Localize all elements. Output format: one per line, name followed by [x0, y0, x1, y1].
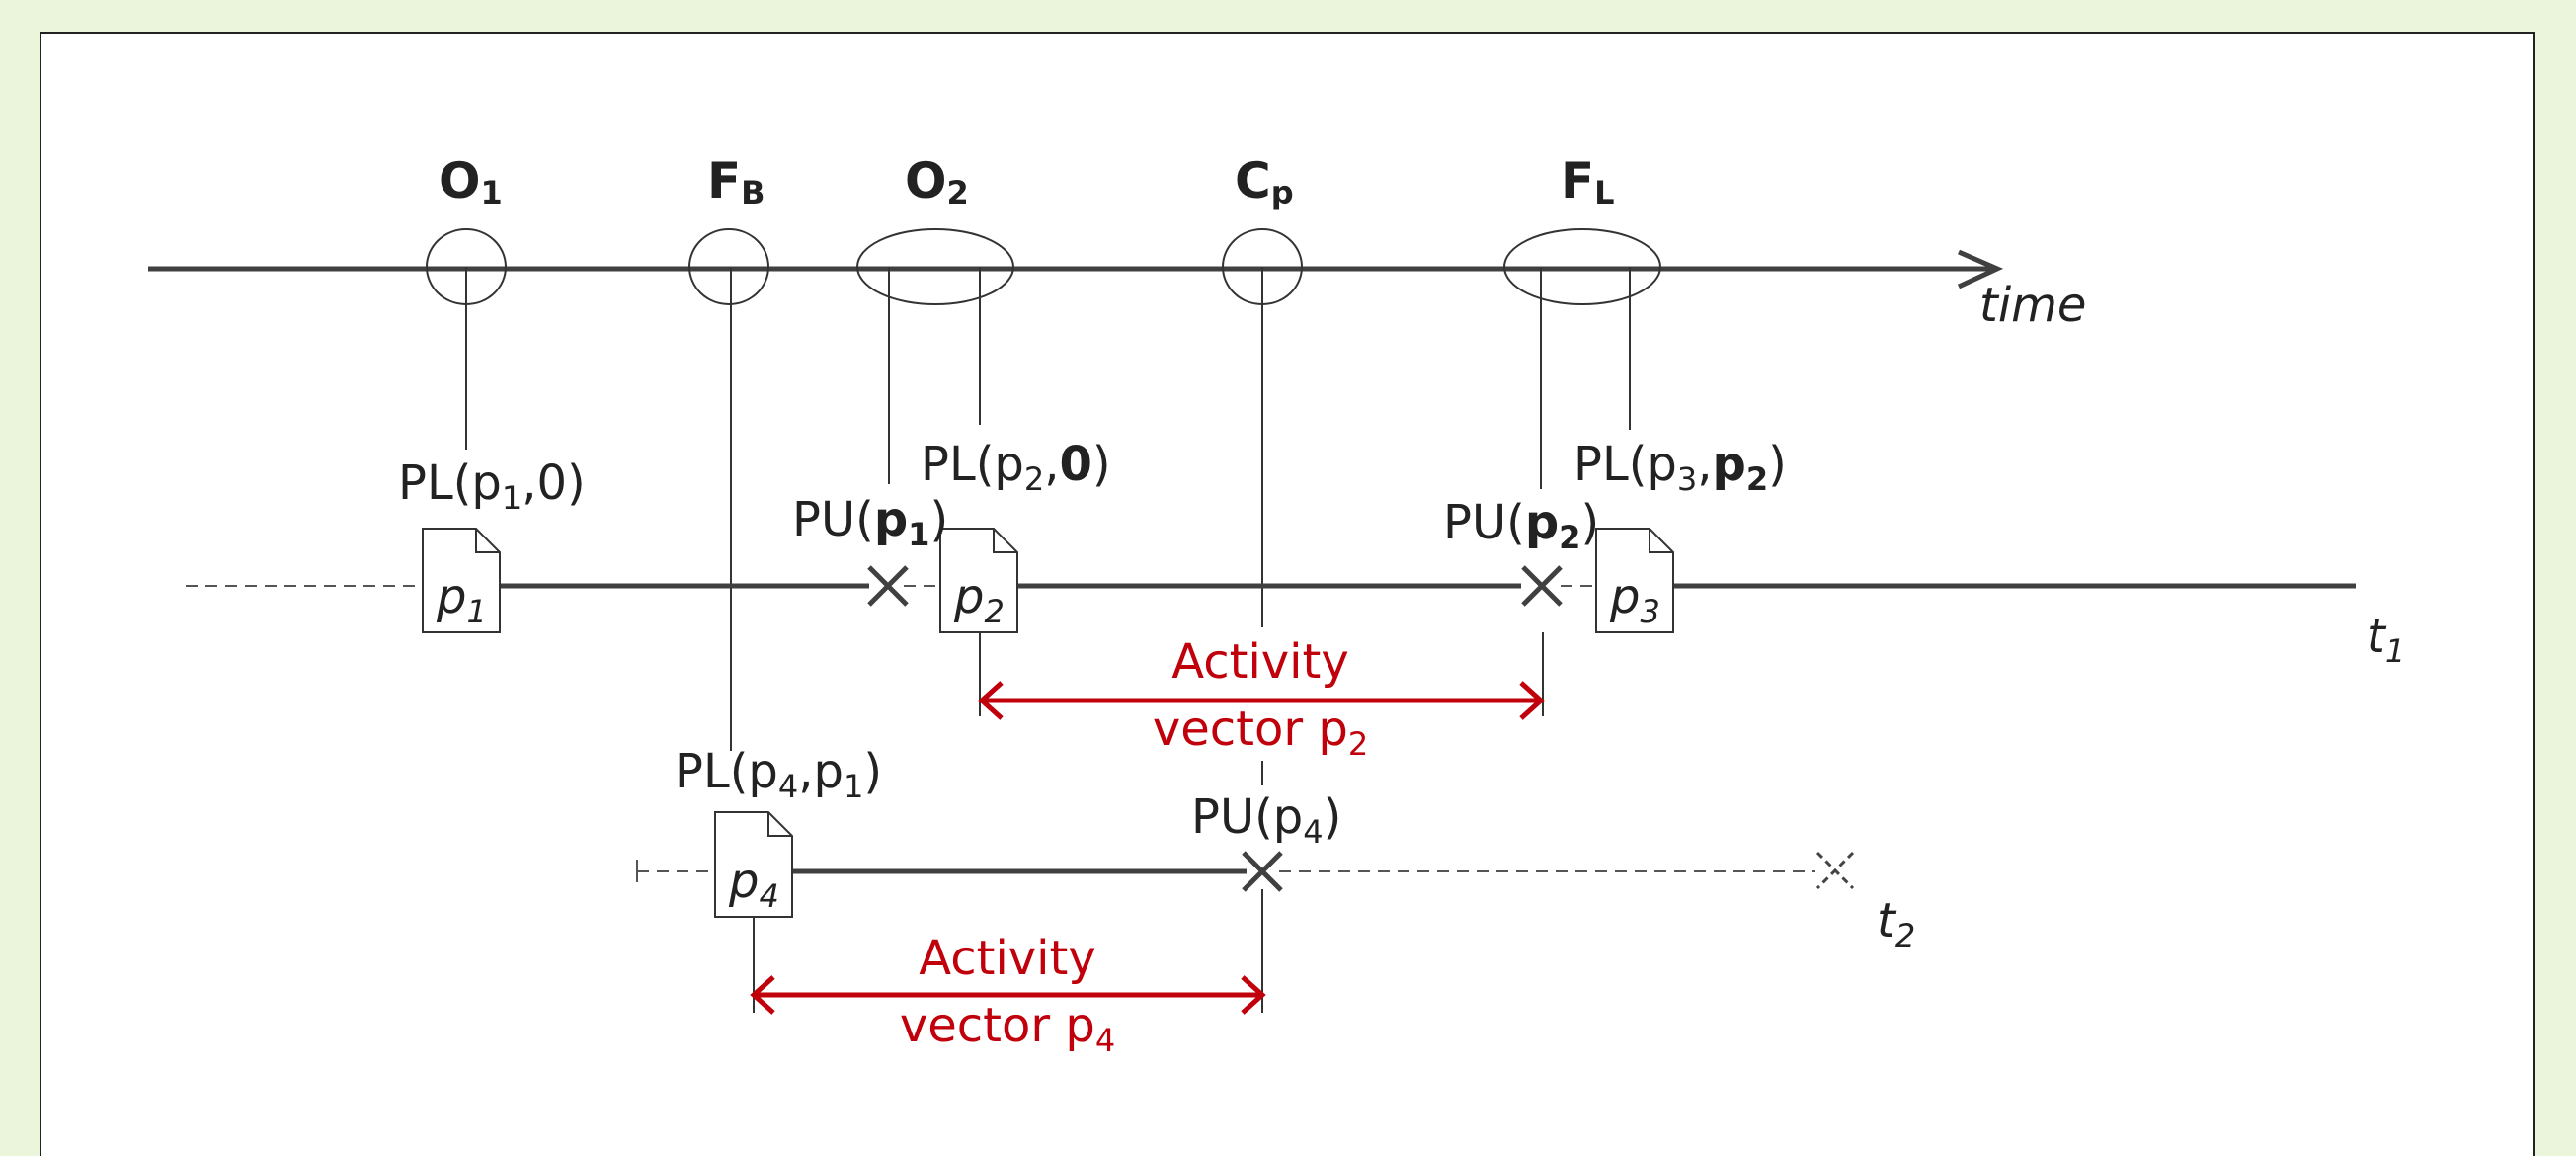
page-p2-label: p2	[953, 569, 1005, 630]
event-fl-marker	[1503, 228, 1661, 305]
event-o2-marker	[856, 228, 1014, 305]
event-cp-label: Cp	[1235, 152, 1294, 211]
pu-p4-cross	[1242, 851, 1283, 892]
page-p1-label: p1	[436, 569, 487, 630]
op-pl-p1-label: PL(p1,0)	[398, 455, 586, 517]
thread-t2: t2	[636, 860, 1915, 954]
time-arrowhead	[1957, 249, 2004, 289]
event-fl-label: FL	[1561, 152, 1615, 211]
op-pu-p2-label: PU(p2)	[1443, 495, 1599, 556]
page-p3-label: p3	[1609, 569, 1660, 630]
time-label: time	[1979, 278, 2086, 333]
activity-p2-line1: Activity	[1171, 634, 1349, 690]
event-fb-label: FB	[707, 152, 765, 211]
op-pl-p2-label: PL(p2,0)	[921, 437, 1111, 498]
time-axis: time	[148, 249, 2086, 333]
op-pu-p1-label: PU(p1)	[792, 492, 948, 553]
activity-p4-line2: vector p4	[900, 998, 1115, 1059]
page-p4-label: p4	[728, 854, 779, 915]
op-pl-p4-label: PL(p4,p1)	[675, 744, 882, 805]
page-p2-icon: p2	[939, 528, 1018, 633]
thread-t1: t1	[186, 583, 2405, 670]
event-o1-label: O1	[439, 152, 503, 211]
activity-vector-p2: Activity vector p2	[978, 634, 1545, 763]
activity-p4-line1: Activity	[919, 931, 1096, 986]
event-o2-label: O2	[905, 152, 969, 211]
activity-vector-p4: Activity vector p4	[750, 931, 1266, 1059]
thread-t1-label: t1	[2367, 609, 2405, 670]
page-p3-icon: p3	[1595, 528, 1674, 633]
thread-t2-label: t2	[1877, 893, 1915, 954]
pu-p2-cross	[1521, 565, 1563, 607]
pu-p1-cross	[867, 565, 909, 607]
t2-end-cross	[1815, 851, 1855, 890]
page-p4-icon: p4	[714, 811, 793, 918]
connector-lines	[465, 267, 1631, 1013]
activity-p2-line2: vector p2	[1153, 702, 1368, 763]
op-pu-p4-label: PU(p4)	[1191, 789, 1341, 851]
event-fb-marker	[688, 228, 769, 305]
op-pl-p3-label: PL(p3,p2)	[1573, 437, 1787, 498]
page-p1-icon: p1	[422, 528, 501, 633]
